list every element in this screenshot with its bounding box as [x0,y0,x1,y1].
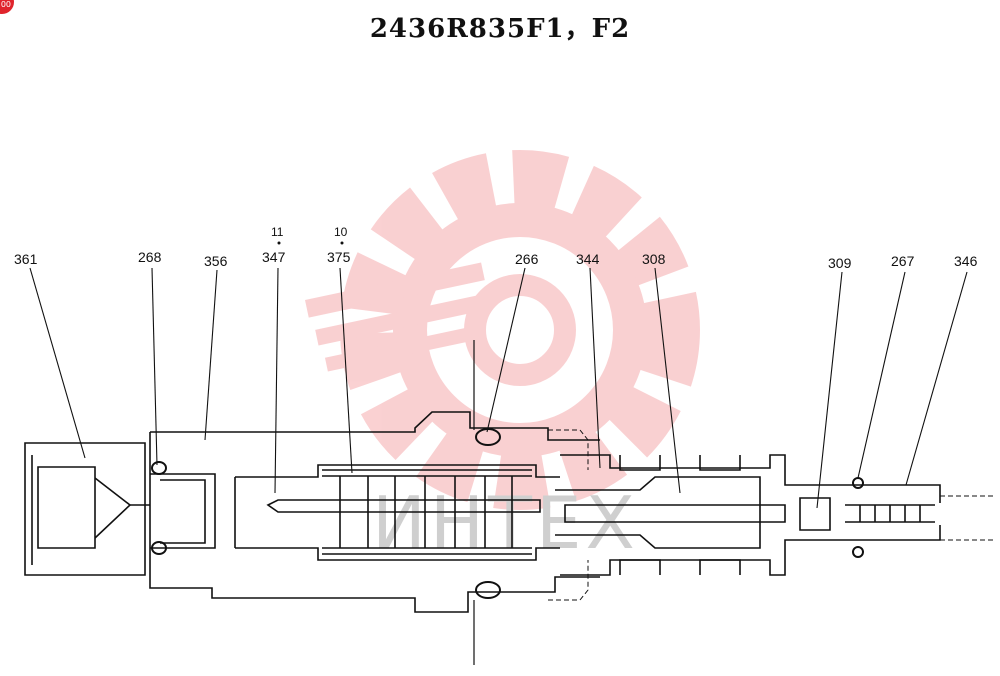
watermark-text: ИНТЕХ [372,481,639,565]
drawing-title: 2436R835F1，F2 [369,14,631,44]
callout-309: 309 [828,255,852,271]
callout-375: 375 [327,249,351,265]
assembly-outline [24,411,941,613]
callout-268: 268 [138,249,162,265]
gear-wrench-logo-icon [304,150,700,510]
callout-356: 356 [204,253,228,269]
o-rings [151,428,865,599]
callout-266: 266 [515,251,539,267]
callout-267: 267 [891,253,915,269]
callout-375-note: 10 [334,225,348,239]
leader-lines [29,267,968,509]
callout-347: 347 [262,249,286,265]
callout-347-note: 11 [271,225,284,239]
callout-361: 361 [14,251,38,267]
callout-labels: 361 268 356 11 347 10 375 266 344 308 30… [14,225,978,271]
callout-346: 346 [954,253,978,269]
corner-badge: 00 [0,0,14,14]
callout-344: 344 [576,251,600,267]
dashed-outlines [548,429,995,601]
callout-308: 308 [642,251,666,267]
